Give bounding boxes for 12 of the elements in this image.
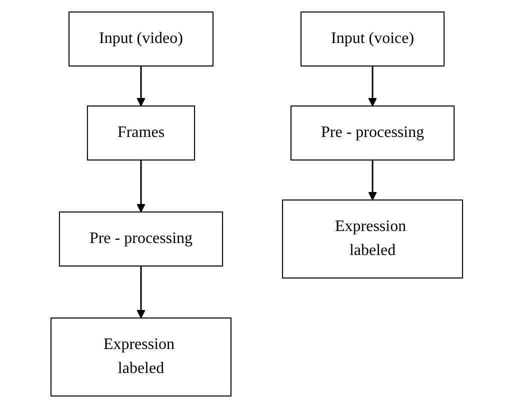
node-box: Frames xyxy=(86,106,195,160)
arrow xyxy=(136,160,146,212)
node-box: Expression labeled xyxy=(50,318,232,396)
node-box: Input (video) xyxy=(68,12,214,66)
arrow xyxy=(136,266,146,318)
arrow xyxy=(368,160,377,200)
node-box: Input (voice) xyxy=(300,12,444,66)
arrow xyxy=(136,66,146,106)
arrow xyxy=(368,66,377,106)
node-box: Pre - processing xyxy=(58,212,223,266)
node-box: Pre - processing xyxy=(290,106,454,160)
node-box: Expression labeled xyxy=(282,200,463,278)
